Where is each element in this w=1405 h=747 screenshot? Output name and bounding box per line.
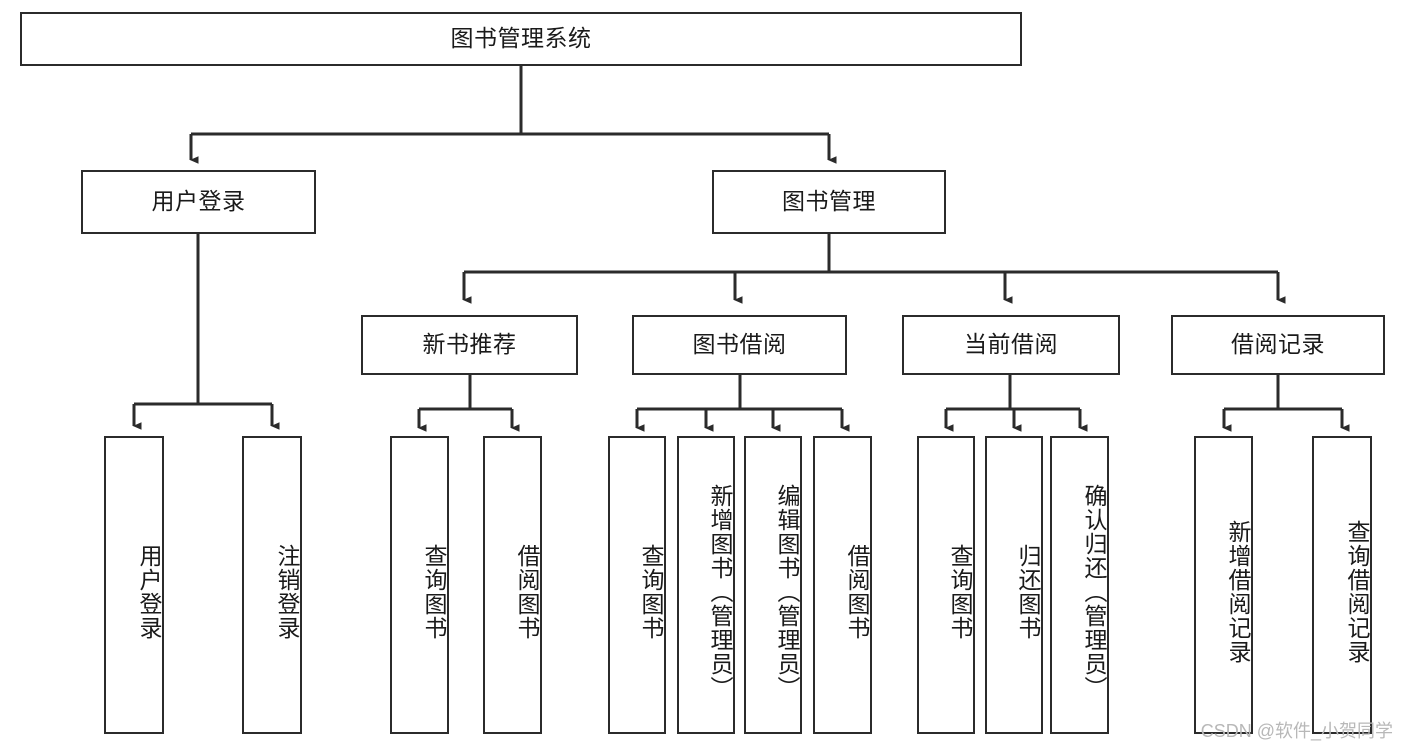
leaf-query-borrow-record[interactable]: 查询借阅记录: [1312, 436, 1372, 734]
leaf-logout-login[interactable]: 注销登录: [242, 436, 302, 734]
node-label: 新增借阅记录: [1225, 520, 1251, 664]
leaf-query-book-borrow[interactable]: 查询图书: [608, 436, 666, 734]
node-label: 查询图书: [421, 544, 447, 640]
csdn-watermark: CSDN @软件_小贺同学: [1200, 721, 1393, 741]
leaf-borrow-book-recommend[interactable]: 借阅图书: [483, 436, 542, 734]
node-label: 借阅图书: [514, 544, 540, 640]
node-label: 归还图书: [1015, 544, 1041, 640]
leaf-edit-book-admin[interactable]: 编辑图书（管理员）: [744, 436, 802, 734]
node-label: 借阅图书: [844, 544, 870, 640]
node-label: 新书推荐: [422, 331, 517, 358]
node-new-book-recommend[interactable]: 新书推荐: [361, 315, 578, 375]
node-label: 用户登录: [136, 544, 162, 640]
node-book-manage[interactable]: 图书管理: [712, 170, 946, 234]
node-label: 新增图书（管理员）: [707, 484, 733, 700]
node-label: 借阅记录: [1231, 331, 1325, 358]
node-label: 确认归还（管理员）: [1081, 484, 1107, 700]
node-label: 用户登录: [151, 188, 246, 215]
node-label: 查询借阅记录: [1344, 520, 1370, 664]
node-label: 查询图书: [638, 544, 664, 640]
leaf-borrow-book-borrow[interactable]: 借阅图书: [813, 436, 872, 734]
leaf-return-book[interactable]: 归还图书: [985, 436, 1043, 734]
node-borrow-record[interactable]: 借阅记录: [1171, 315, 1385, 375]
leaf-query-book-current[interactable]: 查询图书: [917, 436, 975, 734]
node-label: 当前借阅: [964, 331, 1058, 358]
node-current-borrow[interactable]: 当前借阅: [902, 315, 1120, 375]
leaf-confirm-return-admin[interactable]: 确认归还（管理员）: [1050, 436, 1109, 734]
node-label: 查询图书: [947, 544, 973, 640]
leaf-add-book-admin[interactable]: 新增图书（管理员）: [677, 436, 735, 734]
node-label: 注销登录: [274, 544, 300, 640]
node-user-login[interactable]: 用户登录: [81, 170, 316, 234]
node-label: 编辑图书（管理员）: [774, 484, 800, 700]
node-label: 图书借阅: [692, 331, 787, 358]
leaf-add-borrow-record[interactable]: 新增借阅记录: [1194, 436, 1253, 734]
leaf-user-login[interactable]: 用户登录: [104, 436, 164, 734]
node-book-borrow[interactable]: 图书借阅: [632, 315, 847, 375]
node-label: 图书管理系统: [450, 25, 592, 52]
leaf-query-book-recommend[interactable]: 查询图书: [390, 436, 449, 734]
node-label: 图书管理: [782, 188, 876, 215]
node-root-system[interactable]: 图书管理系统: [20, 12, 1022, 66]
